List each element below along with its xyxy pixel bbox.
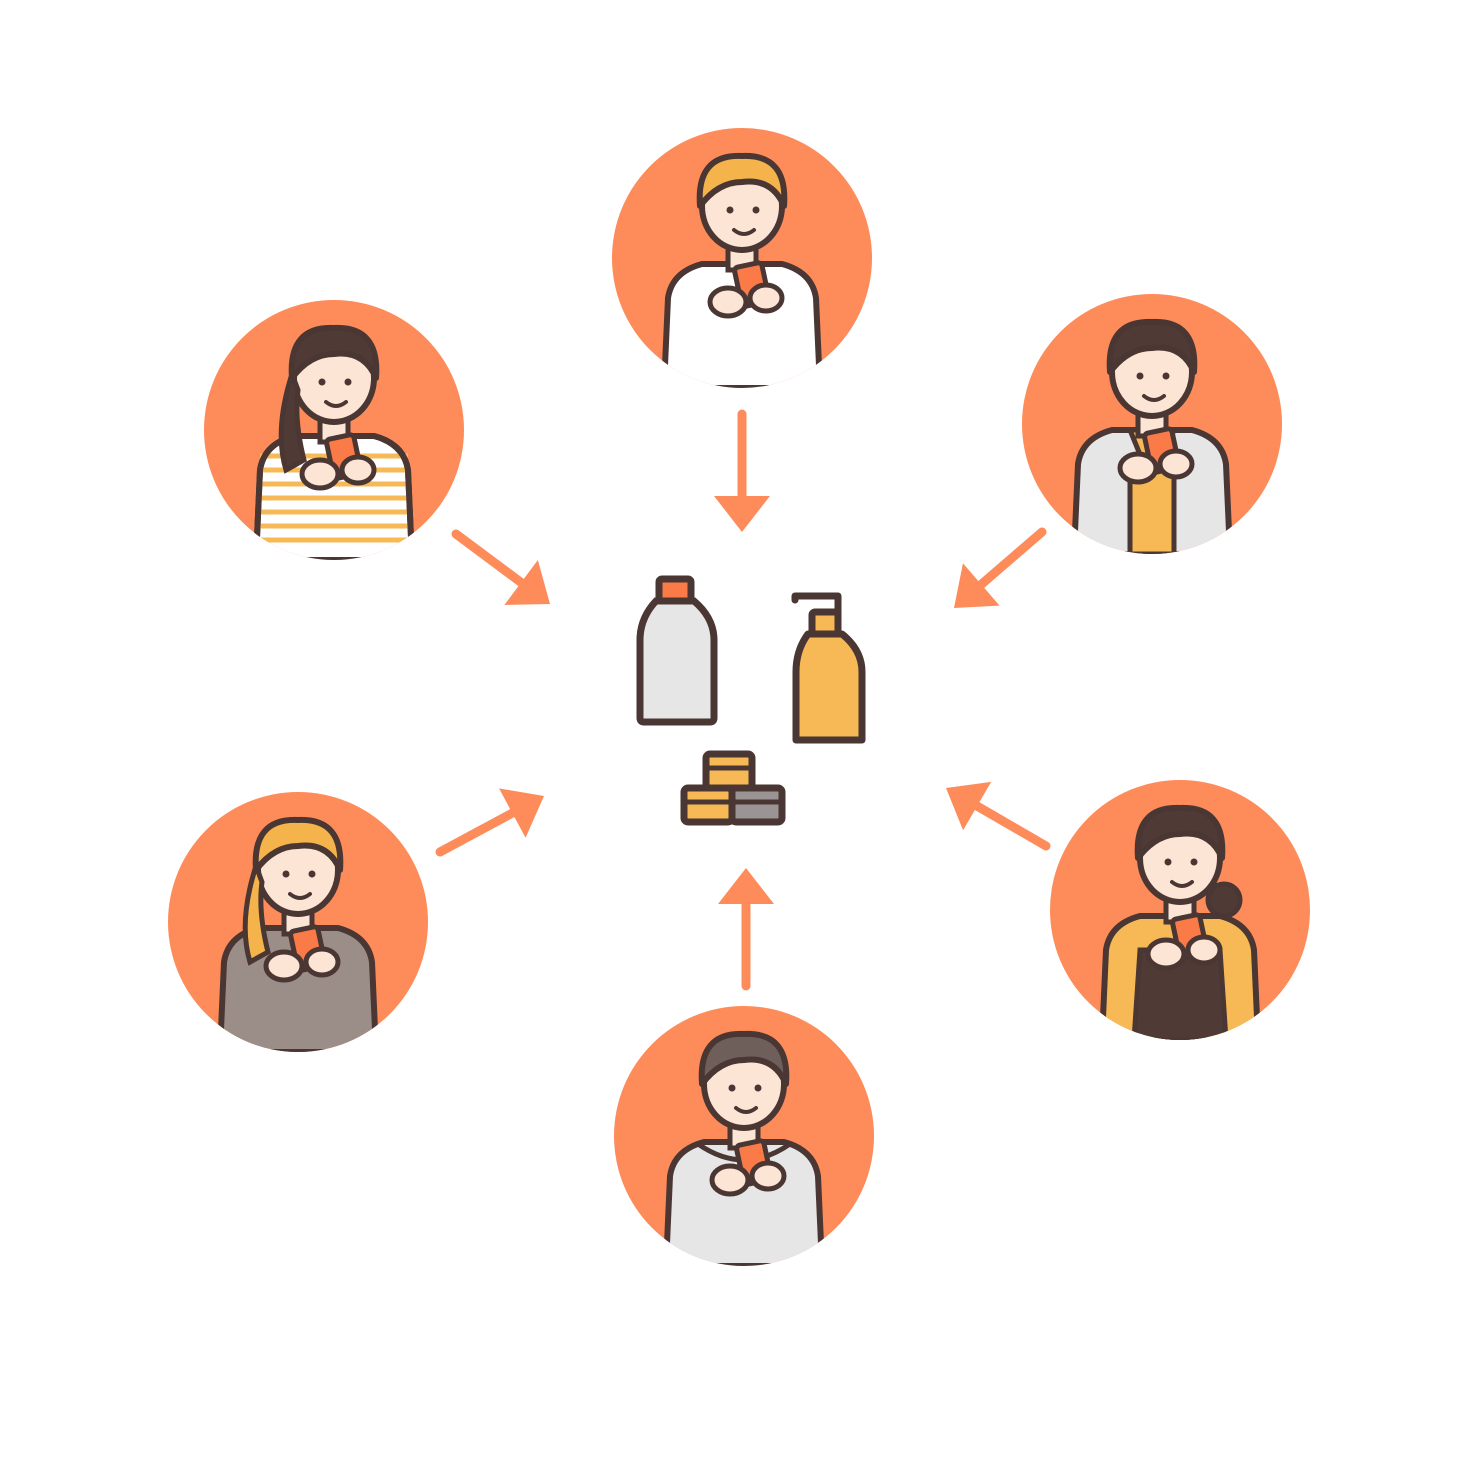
- cream-jars-icon: [680, 750, 786, 826]
- arrows-group: [435, 409, 1051, 991]
- pump-bottle-icon: [791, 592, 866, 744]
- man-jacket-holding-phone-icon: [1022, 294, 1282, 554]
- arrow-bottom: [718, 868, 774, 991]
- arrow-lower-right: [946, 781, 1051, 851]
- man-hoodie-holding-phone-icon: [614, 1006, 874, 1266]
- woman-striped-shirt-holding-phone-icon: [204, 300, 464, 560]
- arrow-upper-left: [451, 529, 550, 605]
- woman-blond-sweater-holding-phone-icon: [168, 792, 428, 1052]
- bottle-icon: [636, 575, 718, 726]
- people-group: [168, 128, 1310, 1266]
- arrow-top: [714, 409, 770, 532]
- arrow-lower-left: [435, 788, 544, 857]
- man-blond-holding-phone-icon: [612, 128, 872, 388]
- arrow-upper-right: [954, 527, 1047, 608]
- products-group: [636, 575, 866, 826]
- woman-apron-holding-phone-icon: [1050, 780, 1310, 1040]
